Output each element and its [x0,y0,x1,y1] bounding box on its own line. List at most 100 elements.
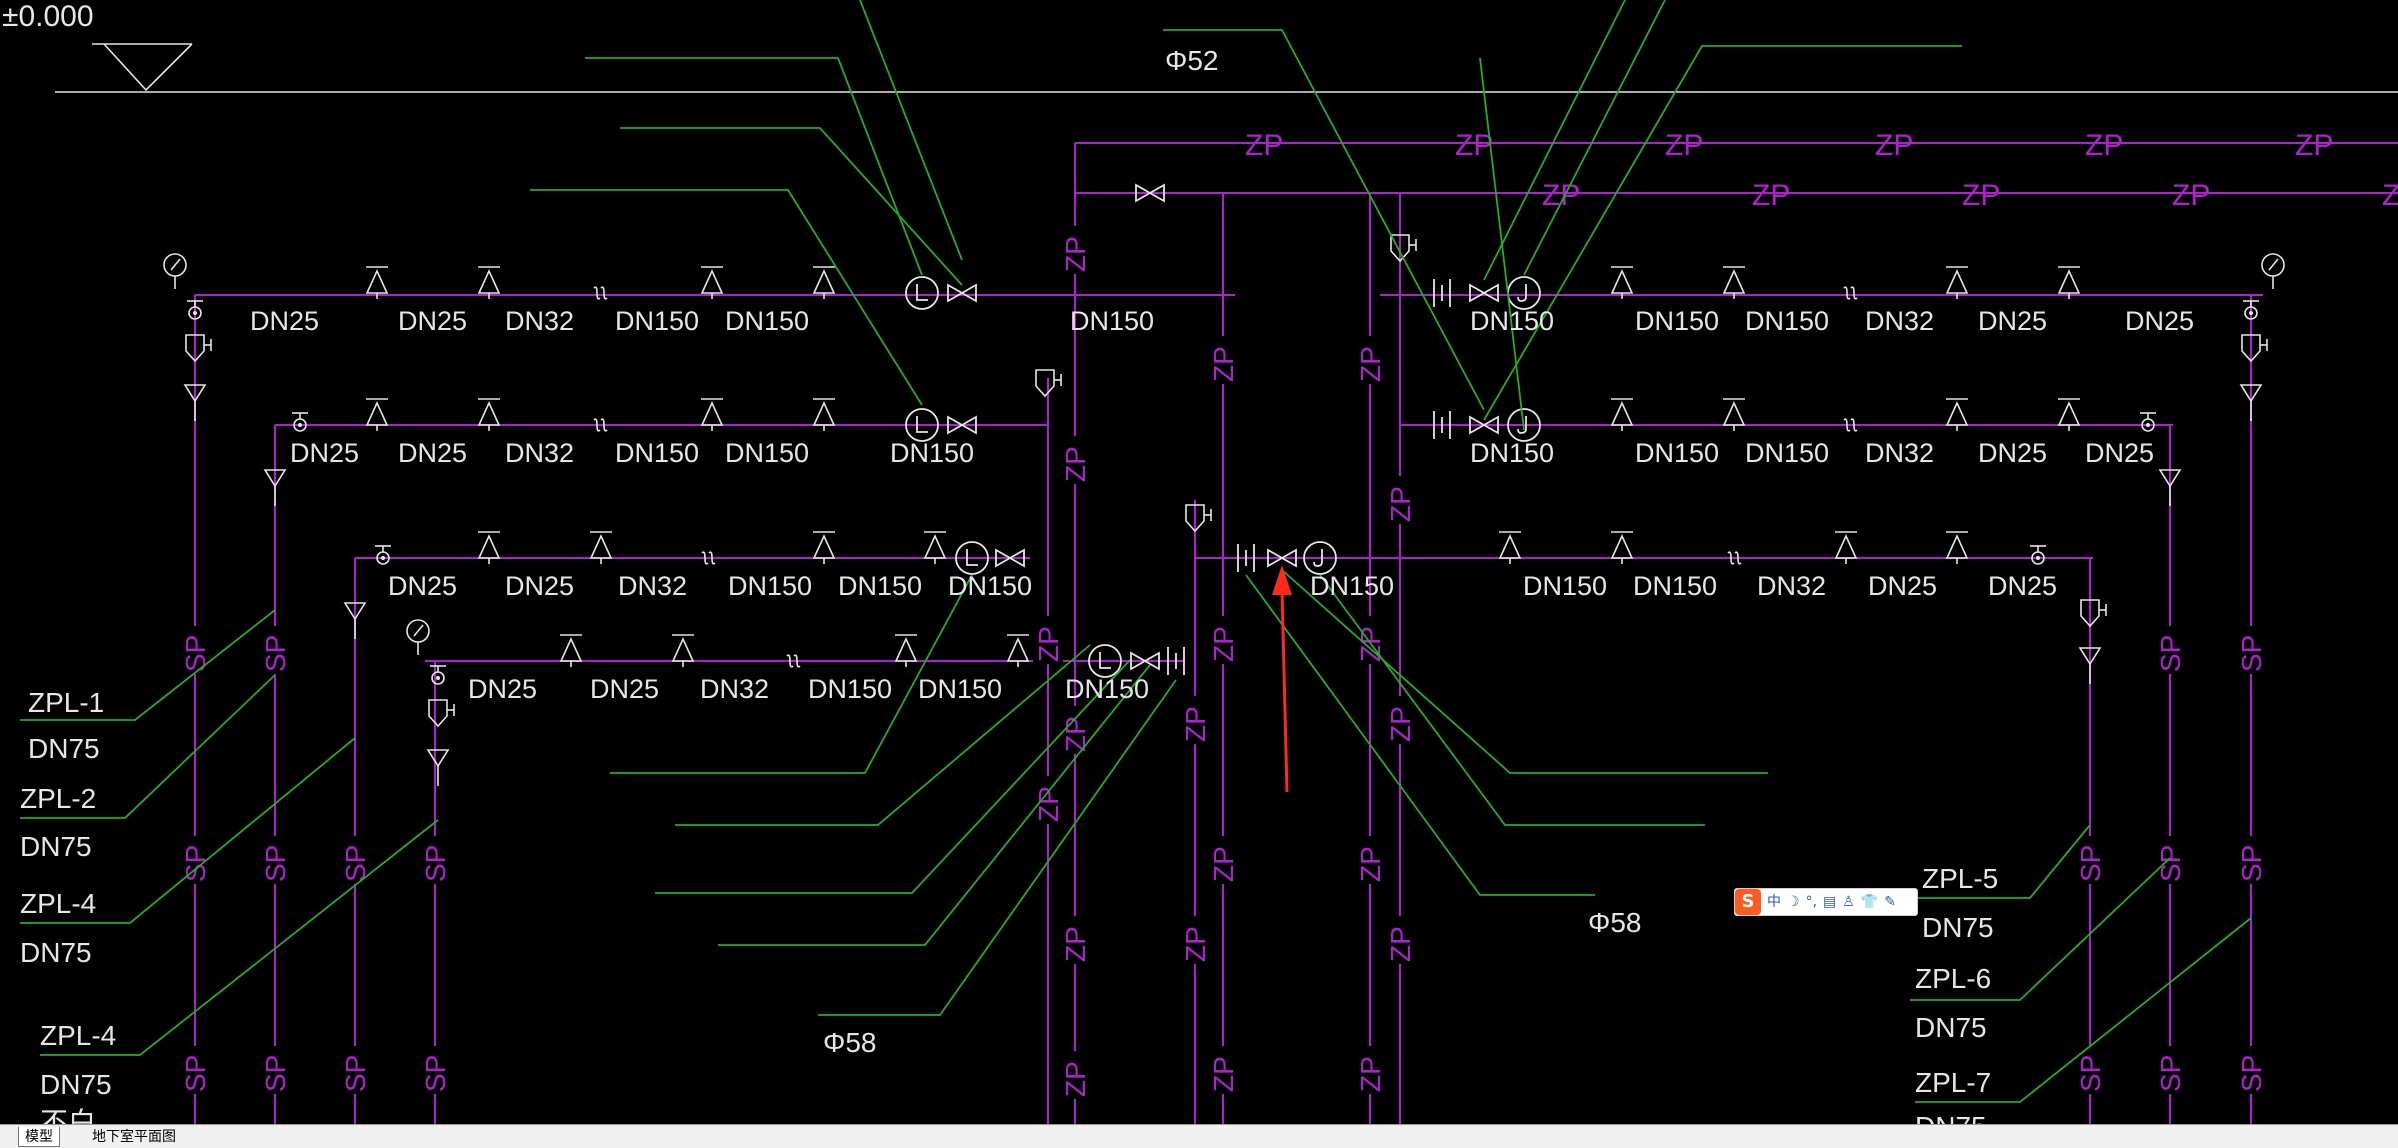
pipe-code-label: SP [2236,845,2267,882]
pipe-size-label: DN150 [1523,571,1607,601]
pipe-size-label: DN150 [725,306,809,336]
riser-name: ZPL-5 [1922,863,1998,894]
riser-name: ZPL-6 [1915,963,1991,994]
sprinkler-head-icon [2057,398,2081,432]
pipe-code-label: ZP [1385,706,1416,742]
pipe-code-label: ZP [1208,1056,1239,1092]
pipe-code-label: SP [180,845,211,882]
pipe-code-label: ZP [1752,179,1790,212]
pipe-code-label: SP [180,635,211,672]
test-drain-icon [428,699,455,727]
vertical-pipe-code-labels: ZPZPZPZPZPZPZPZPZPZPZPZPZPZPZPZPZPZPZPZP… [180,226,2267,1099]
pipe-code-label: ZP [1355,346,1386,382]
pipe-size-label: DN32 [505,438,574,468]
pipe-network [194,142,2398,1124]
riser-size: DN75 [1922,912,1994,943]
pipe-code-label: ZP [1060,446,1091,482]
pipe-code-label: ZP [1962,179,2000,212]
test-drain-icon [1185,504,1212,532]
pipe-size-label: DN150 [1635,438,1719,468]
sprinkler-head-icon [1610,531,1634,565]
sprinkler-head-icon [812,531,836,565]
phi-label: Φ58 [1588,907,1641,938]
pipe-size-label: DN25 [398,438,467,468]
pressure-gauge-icon [2261,253,2285,290]
phi-label: Φ58 [823,1027,876,1058]
pipe-code-label: SP [180,1055,211,1092]
pipe-size-label: DN150 [1470,438,1554,468]
sprinkler-head-icon [1006,634,1030,668]
ime-user-icon[interactable]: ♙ [1842,894,1855,910]
riser-size: DN75 [28,733,100,764]
sprinkler-head-icon [477,531,501,565]
pipe-size-label: DN150 [838,571,922,601]
pipe-code-label: SP [2075,1055,2106,1092]
tab-basement-plan[interactable]: 地下室平面图 [92,1129,176,1145]
pipe-code-label: SP [2155,635,2186,672]
pipe-code-label: ZP [2382,179,2398,212]
ime-mode-toggle[interactable]: 中 [1767,894,1781,910]
ime-toolbar[interactable]: S 中 ☽ °, ▤ ♙ 👕 ✎ [1734,888,1918,916]
ime-punctuation-icon[interactable]: °, [1805,894,1818,910]
flow-indicator-icon [905,276,939,310]
riser-name: ZPL-2 [20,783,96,814]
ime-tools-icon[interactable]: ✎ [1884,894,1896,910]
ime-keyboard-icon[interactable]: ▤ [1823,894,1837,910]
pipe-size-label: DN25 [590,674,659,704]
pipe-code-label: ZP [2172,179,2210,212]
pipe-code-label: ZP [1455,129,1493,162]
flexible-joint-icon [1433,278,1451,308]
pipe-code-label: ZP [1208,846,1239,882]
test-drain-icon [185,334,212,362]
test-drain-icon [2241,334,2268,362]
end-cap-icon [374,545,392,565]
leader-lines [20,0,2252,1103]
ime-skin-icon[interactable]: 👕 [1860,894,1879,910]
tab-model[interactable]: 模型 [18,1127,60,1147]
pipe-size-label: DN150 [1310,571,1394,601]
phi-label: Φ52 [1165,45,1218,76]
sprinkler-head-icon [1722,398,1746,432]
flow-indicator-icon [1507,276,1541,310]
pipe-code-label: SP [420,1055,451,1092]
pipe-code-label: ZP [2085,129,2123,162]
pipe-code-label: ZP [1665,129,1703,162]
sprinkler-head-icon [589,531,613,565]
ime-logo-icon[interactable]: S [1735,889,1761,915]
pipe-size-label: DN150 [615,306,699,336]
riser-name: ZPL-1 [28,687,104,718]
riser-size: DN75 [20,937,92,968]
sprinkler-system-diagram[interactable]: ±0.000 ZP ZP [0,0,2398,1124]
layout-tab-bar: 模型 地下室平面图 [0,1124,2398,1148]
pipe-size-label: DN32 [618,571,687,601]
pipe-size-label: DN25 [290,438,359,468]
elevation-label: ±0.000 [2,0,94,33]
pipe-code-label: ZP [1875,129,1913,162]
sprinkler-head-icon [1498,531,1522,565]
sprinkler-head-icon [671,634,695,668]
pressure-gauge-icon [406,619,430,656]
pipe-code-label: SP [260,635,291,672]
pipe-size-label: DN25 [388,571,457,601]
sprinkler-head-icon [894,634,918,668]
pipe-size-label: DN25 [2125,306,2194,336]
partial-dn: DN75 [1915,1111,1987,1124]
pipe-code-label: SP [340,1055,371,1092]
pipe-size-label: DN25 [2085,438,2154,468]
end-cap-icon [2029,545,2047,565]
sprinkler-head-icon [1834,531,1858,565]
ime-moon-icon[interactable]: ☽ [1787,894,1800,910]
pipe-code-label: SP [2155,1055,2186,1092]
pipe-size-label: DN32 [700,674,769,704]
riser-size: DN75 [40,1069,112,1100]
pipe-size-label: DN150 [1745,306,1829,336]
pipe-size-label: DN150 [948,571,1032,601]
pipe-size-label: DN25 [1988,571,2057,601]
riser-name: ZPL-7 [1915,1067,1991,1098]
pipe-code-label: ZP [1060,926,1091,962]
sprinkler-head-icon [559,634,583,668]
sprinkler-head-icon [1945,398,1969,432]
test-drain-icon [2080,599,2107,627]
pipe-size-label: DN32 [1865,438,1934,468]
